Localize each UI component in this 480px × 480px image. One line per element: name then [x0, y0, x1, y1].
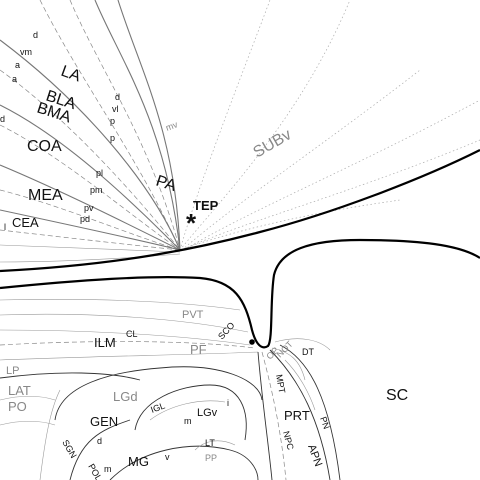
subdiv-d-left: d — [0, 114, 5, 124]
gen-label: GEN — [90, 414, 118, 429]
igl-label: IGL — [149, 401, 166, 415]
subdiv-l-left: l — [4, 222, 6, 232]
subdiv-d-gen: d — [97, 436, 102, 446]
subdiv-mv: mv — [164, 119, 179, 133]
coa-label: COA — [27, 138, 62, 155]
subdiv-d-right: d — [115, 92, 120, 102]
subdiv-v-mg: v — [165, 452, 170, 462]
subdiv-pd: pd — [80, 214, 90, 224]
pol-label: POL — [86, 462, 104, 480]
npc-label: NPC — [281, 430, 296, 451]
sgn-label: SGN — [60, 438, 78, 460]
tep-label: TEP — [193, 198, 219, 213]
po-label: PO — [8, 399, 27, 414]
subdiv-pv: pv — [84, 203, 94, 213]
subdiv-a-1: a — [15, 60, 20, 70]
mpt-label: MPT — [274, 374, 287, 395]
subiculum-dotted-lines — [179, 0, 480, 251]
lat-label: LAT — [8, 383, 31, 398]
pn-label: PN — [318, 415, 332, 430]
subdiv-pl: pl — [96, 168, 103, 178]
not-label: NOT — [274, 339, 295, 360]
thalamus-boundary-lines — [0, 299, 263, 480]
subdiv-m-mg: m — [104, 464, 112, 474]
la-label: LA — [59, 63, 84, 86]
lgd-label: LGd — [113, 389, 138, 404]
lp-label: LP — [6, 365, 19, 377]
lower-brain-outline — [0, 238, 480, 349]
amygdala-boundary-lines — [0, 0, 181, 263]
pa-label: PA — [154, 173, 179, 195]
prt-label: PRT — [284, 408, 310, 423]
tep-star-marker: * — [186, 208, 197, 238]
ilm-label: ILM — [94, 335, 116, 350]
mea-label: MEA — [28, 187, 63, 204]
pvt-label: PVT — [182, 309, 204, 321]
pf-label: PF — [190, 342, 207, 357]
pp-label: PP — [205, 453, 217, 463]
subdiv-vl: vl — [112, 104, 119, 114]
upper-brain-outline — [0, 149, 480, 273]
dt-label: DT — [302, 347, 314, 357]
subdiv-d-upper: d — [33, 30, 38, 40]
subdiv-p-2: p — [110, 133, 115, 143]
lgv-label: LGv — [197, 407, 218, 419]
sc-label: SC — [386, 387, 408, 404]
cea-label: CEA — [12, 215, 39, 230]
subdiv-m-lgv: m — [184, 416, 192, 426]
subdiv-vm: vm — [20, 47, 32, 57]
subdiv-pm: pm — [90, 185, 103, 195]
sco-label: SCO — [216, 320, 236, 341]
mg-label: MG — [128, 454, 149, 469]
subdiv-p-1: p — [110, 116, 115, 126]
apn-label: APN — [305, 443, 324, 468]
pretectal-boundary-lines — [257, 338, 341, 480]
cl-label: CL — [126, 329, 138, 339]
subv-label: SUBv — [251, 126, 295, 161]
subdiv-i-lgv: i — [227, 398, 229, 408]
notch-dot — [249, 339, 255, 345]
lt-label: LT — [205, 438, 215, 448]
subdiv-a-2: a — [12, 74, 17, 84]
